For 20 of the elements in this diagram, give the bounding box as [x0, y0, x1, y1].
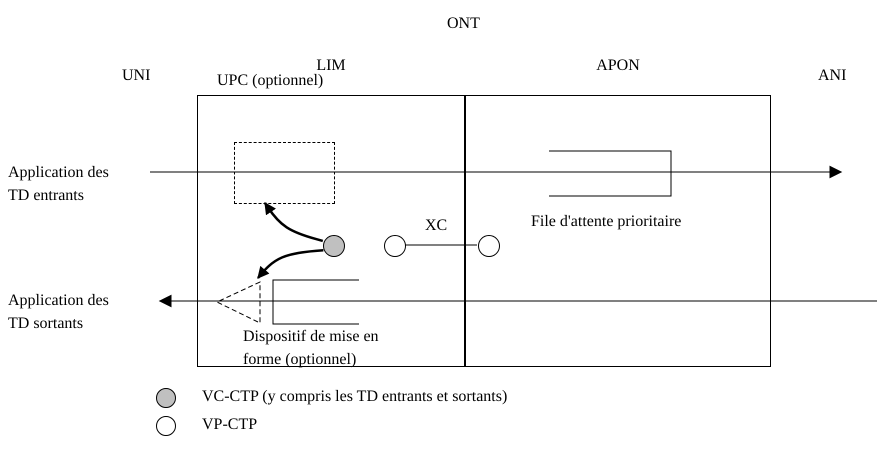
flow-arrow [158, 294, 878, 308]
module-heading: LIM [316, 56, 347, 74]
diagram-title: ONT [447, 14, 480, 34]
connection-point-circle [478, 235, 500, 257]
legend-text: VC-CTP (y compris les TD entrants et sortants) [202, 387, 508, 407]
queue-label: File d'attente prioritaire [531, 212, 682, 232]
module-heading: APON [595, 56, 641, 76]
connection-point-circle [323, 235, 345, 257]
flow-label: Application des TD entrants [8, 163, 110, 206]
shaper-label: Dispositif de mise en forme (optionnel) [243, 327, 380, 370]
curved-arrow [264, 202, 324, 242]
interface-label: UNI [122, 66, 150, 86]
flow-arrow [150, 166, 842, 178]
box-heading: UPC (optionnel) [217, 71, 324, 91]
flow-label: Application des TD sortants [8, 291, 110, 334]
interface-label: ANI [818, 66, 846, 86]
legend-text: VP-CTP [202, 415, 258, 435]
connector-line [404, 244, 478, 246]
curved-arrow [257, 249, 324, 279]
connection-point-circle [384, 235, 406, 257]
